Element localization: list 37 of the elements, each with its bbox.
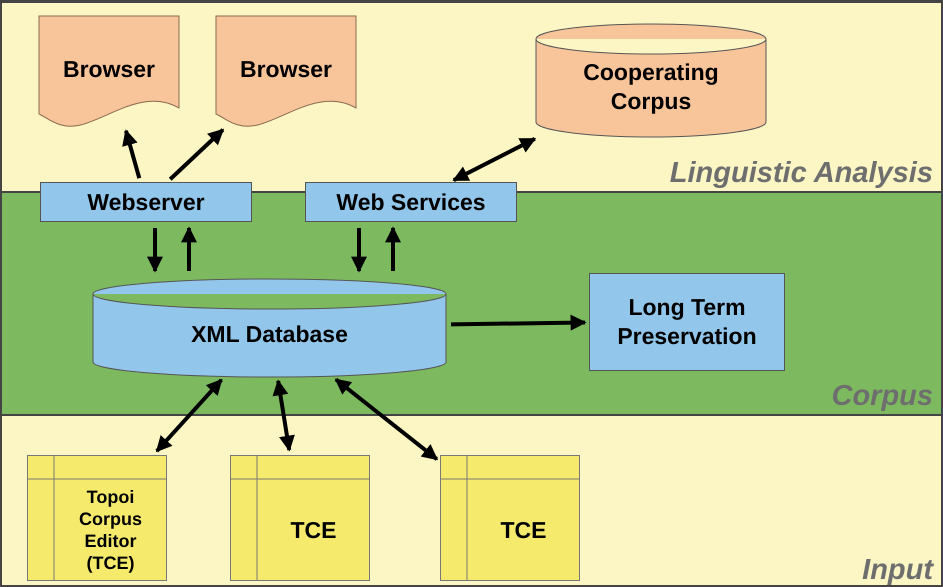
arrow [147,228,163,273]
arrow [181,226,197,271]
layer-band [2,2,941,192]
process-box [589,273,785,371]
arrow [452,137,536,182]
node-label: Web Services [335,188,487,216]
node-label: XML Database [190,320,349,348]
arrow [155,378,223,452]
table-box [440,455,580,581]
table-box [27,455,167,581]
arrow [122,129,142,179]
layer-label: Input [862,553,933,585]
layer-band [2,192,941,415]
arrow [351,228,367,273]
layer-band [2,415,941,585]
node-label: TCE [500,516,548,544]
node-label: Topoi Corpus Editor (TCE) [78,486,143,574]
node-label: TCE [290,516,338,544]
arrow [272,379,295,452]
arrow [334,378,438,461]
node-label: Browser [62,55,156,84]
node-label: Browser [238,55,334,84]
arrow [385,226,401,271]
layer-label: Linguistic Analysis [670,156,933,191]
arrow [168,128,224,181]
process-box [305,182,517,222]
node-label: Webserver [86,188,206,216]
database-cylinder [92,278,447,378]
layer-label: Corpus [832,379,933,414]
arrow [450,314,587,331]
node-label: Long Term Preservation [616,293,758,351]
process-box [40,182,252,222]
node-label: Cooperating Corpus [582,58,720,116]
document-shape [38,15,180,128]
database-cylinder [535,23,767,138]
document-shape [215,15,357,128]
table-box [230,455,370,581]
